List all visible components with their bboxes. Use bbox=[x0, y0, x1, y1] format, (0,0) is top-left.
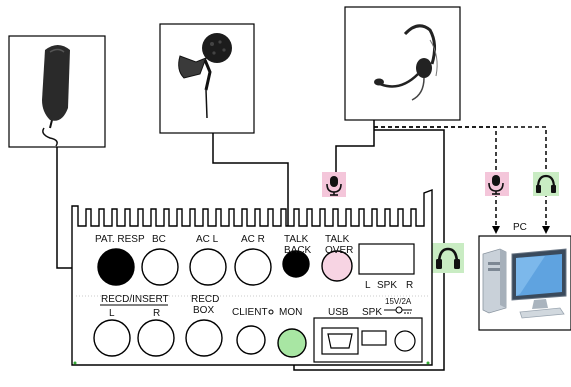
label-spk: SPK bbox=[377, 280, 397, 291]
label-power: 15V/2A bbox=[385, 297, 412, 306]
lavalier-mic-icon bbox=[178, 33, 232, 119]
bottom-labels: RECD/INSERT L R RECD BOX CLIENT MON USB … bbox=[100, 294, 412, 319]
top-labels: PAT. RESP BC AC L AC R TALK BACK TALK OV… bbox=[95, 234, 413, 291]
jack-recd-box[interactable] bbox=[185, 319, 223, 357]
label-pc: PC bbox=[513, 222, 527, 233]
label-talk-back-1: TALK bbox=[284, 234, 309, 245]
label-talk-over-1: TALK bbox=[325, 234, 350, 245]
jack-client[interactable] bbox=[236, 325, 266, 355]
headset-box bbox=[344, 6, 461, 121]
headphone-icon bbox=[536, 174, 556, 193]
jack-mon[interactable] bbox=[277, 328, 307, 358]
label-mon: MON bbox=[279, 307, 302, 318]
label-pat-resp: PAT. RESP bbox=[95, 234, 145, 245]
label-recd-insert: RECD/INSERT bbox=[101, 294, 169, 305]
label-talk-over-2: OVER bbox=[325, 245, 353, 256]
label-recd-box-2: BOX bbox=[193, 305, 214, 316]
mon-headphone-badge bbox=[432, 243, 464, 273]
handheld-mic-icon bbox=[42, 45, 70, 147]
power-jack[interactable] bbox=[394, 330, 416, 352]
jack-recd-l[interactable] bbox=[93, 319, 131, 357]
arrowhead-left bbox=[492, 226, 500, 234]
label-bc: BC bbox=[152, 234, 166, 245]
spk-port[interactable] bbox=[361, 330, 387, 346]
jack-ac-r[interactable] bbox=[234, 248, 272, 286]
power-polarity-icon bbox=[384, 306, 412, 314]
computer-icon bbox=[482, 248, 567, 319]
top-row-jacks bbox=[97, 243, 415, 286]
label-spk-r: R bbox=[406, 280, 413, 291]
jack-pat-resp[interactable] bbox=[97, 248, 135, 286]
label-recd-r: R bbox=[153, 308, 160, 319]
jack-ac-l[interactable] bbox=[189, 248, 227, 286]
pc-mic-badge bbox=[485, 172, 509, 196]
label-spk-l: L bbox=[365, 280, 371, 291]
headset-icon bbox=[374, 24, 438, 101]
microphone-icon bbox=[326, 176, 342, 196]
label-recd-box-1: RECD bbox=[191, 294, 219, 305]
pc-headphone-badge bbox=[533, 172, 559, 196]
jack-talk-back[interactable] bbox=[282, 250, 310, 278]
label-ac-l: AC L bbox=[196, 234, 219, 245]
spk-output-panel bbox=[358, 243, 415, 275]
label-talk-back-2: BACK bbox=[284, 245, 312, 256]
jack-bc[interactable] bbox=[141, 248, 179, 286]
label-spk-port: SPK bbox=[362, 307, 382, 318]
pc-link-dashed bbox=[374, 126, 547, 228]
headphone-icon bbox=[436, 247, 460, 269]
bottom-row-jacks bbox=[93, 306, 423, 363]
jack-recd-r[interactable] bbox=[137, 319, 175, 357]
client-indicator-dot bbox=[268, 309, 274, 315]
jack-talk-over[interactable] bbox=[321, 250, 353, 282]
label-usb: USB bbox=[328, 307, 349, 318]
label-ac-r: AC R bbox=[241, 234, 265, 245]
arrowhead-right bbox=[542, 226, 550, 234]
microphone-icon bbox=[488, 175, 504, 195]
label-recd-l: L bbox=[109, 308, 115, 319]
io-ports-box bbox=[313, 306, 423, 363]
talk-over-mic-badge bbox=[322, 172, 346, 197]
label-client: CLIENT bbox=[232, 307, 268, 318]
